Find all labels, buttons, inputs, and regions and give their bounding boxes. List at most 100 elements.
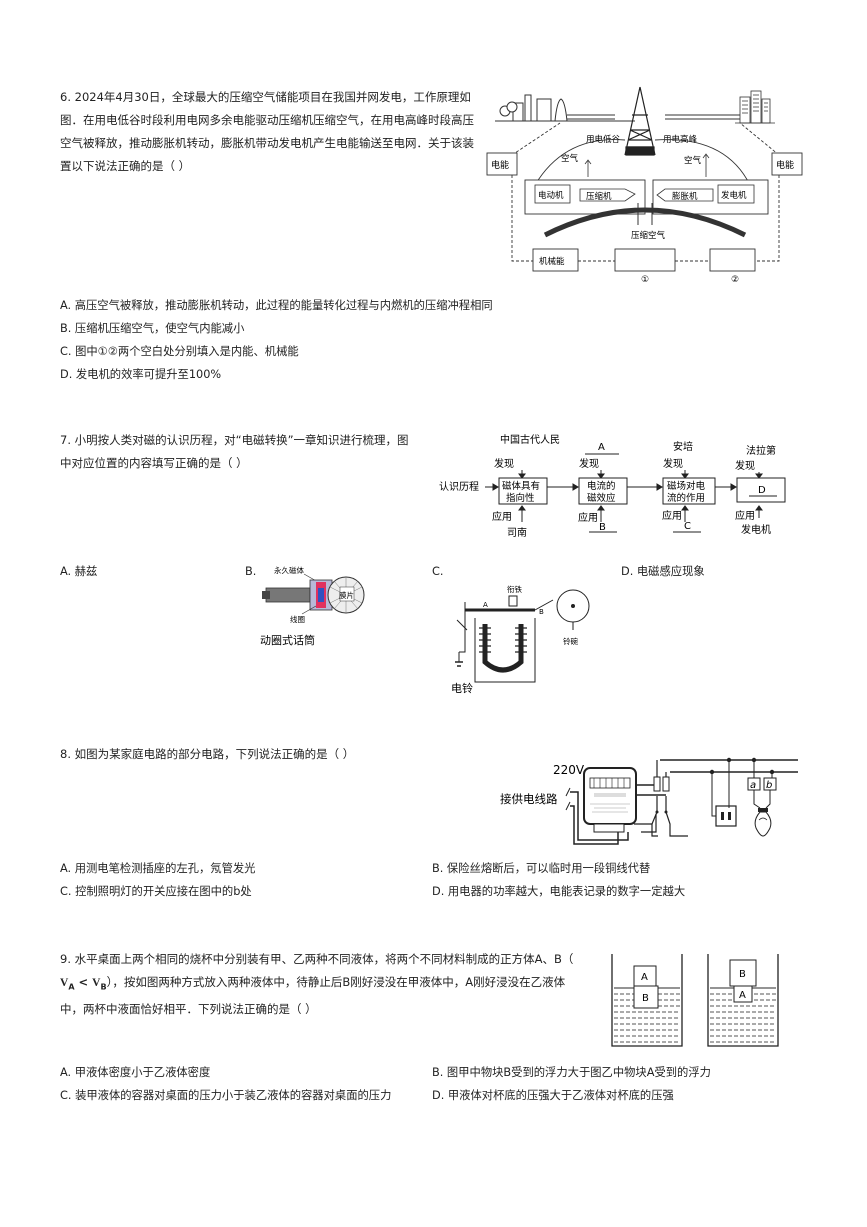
discover-label-1: 发现 (494, 457, 514, 470)
low-demand-label: 用电低谷 (586, 134, 621, 145)
q9-option-a[interactable]: A. 甲液体密度小于乙液体密度 (60, 1066, 211, 1079)
fuse-1 (653, 776, 661, 792)
power-line (567, 114, 740, 120)
air-right-label: 空气 (684, 155, 702, 166)
gong-label: 铃碗 (563, 636, 578, 646)
box-field-on-current (662, 477, 716, 505)
faraday-label: 法拉第 (746, 444, 776, 457)
q7-option-b[interactable]: B. (245, 565, 257, 578)
compressor-label: 压缩机 (586, 191, 612, 202)
mech-energy-box (532, 248, 579, 272)
bell-a-label: A (483, 601, 488, 609)
air-left-label: 空气 (561, 153, 579, 164)
q8-household-circuit: 220V 接供电线路 a b (500, 757, 798, 845)
svg-text:B: B (642, 993, 649, 1004)
blank-box-2 (709, 248, 756, 272)
svg-text:磁场对电: 磁场对电 (667, 480, 706, 492)
q6-option-b[interactable]: B. 压缩机压缩空气，使空气内能减小 (60, 322, 245, 335)
apply-arrows (518, 505, 763, 522)
q6-stem-line-3: 空气被释放，推动膨胀机转动，膨胀机带动发电机产生电能输送至电网．关于该装 (60, 136, 474, 150)
q8-option-d[interactable]: D. 用电器的功率越大，电能表记录的数字一定越大 (432, 885, 686, 898)
diaphragm-label: 膜片 (339, 590, 354, 600)
generator-label: 发电机 (721, 190, 747, 201)
cognition-arrows (485, 483, 737, 491)
position-b-label: b (766, 780, 772, 791)
svg-text:电流的: 电流的 (587, 480, 616, 492)
q9-option-c[interactable]: C. 装甲液体的容器对桌面的压力小于装乙液体的容器对桌面的压力 (60, 1089, 392, 1102)
supply-label: 接供电线路 (500, 792, 558, 806)
mech-energy-label: 机械能 (539, 256, 565, 267)
q7-stem-line-1: 7. 小明按人类对磁的认识历程，对“电磁转换”一章知识进行梳理，图 (60, 433, 409, 447)
q9-stem-line-2: VA < VB），按如图两种方式放入两种液体中，待静止后B刚好浸没在甲液体中，A… (60, 975, 566, 992)
label-b: B (599, 522, 606, 533)
box-d-label: D (758, 485, 766, 496)
bell-b-label: B (539, 608, 544, 616)
apply-label-3: 应用 (662, 509, 682, 522)
armature-label: 衔铁 (507, 584, 522, 594)
discover-label-3: 发现 (663, 457, 683, 470)
dynamic-microphone-figure: 永久磁体 膜片 线圈 动圈式话筒 (260, 565, 365, 647)
apply-label-1: 应用 (492, 510, 512, 523)
q7-stem: 7. 小明按人类对磁的认识历程，对“电磁转换”一章知识进行梳理，图 中对应位置的… (60, 429, 420, 475)
svg-text:B: B (739, 969, 746, 980)
permanent-magnet-label: 永久磁体 (274, 565, 304, 575)
city-buildings-icon (735, 90, 775, 124)
apply-label-2: 应用 (578, 511, 598, 524)
q6-left-energy-box (486, 152, 518, 176)
coil-label: 线圈 (290, 614, 305, 624)
cavern-arc (543, 207, 747, 238)
electric-bell-figure: 衔铁 A B 铃碗 电铃 (451, 584, 590, 694)
q8-option-a[interactable]: A. 用测电笔检测插座的左孔，氖管发光 (60, 862, 256, 875)
box-current-magnetic-effect (578, 477, 628, 505)
q9-stem-line-1: 9. 水平桌面上两个相同的烧杯中分别装有甲、乙两种不同液体，将两个不同材料制成的… (60, 952, 574, 966)
dynamo-label: 发电机 (741, 523, 771, 536)
q9-beakers-figure: A B B A (611, 954, 779, 1047)
q6-energy-storage-diagram: 用电低谷 用电高峰 电能 电能 空气 空气 电动机 压缩机 膨胀机 发电机 压缩… (486, 86, 803, 285)
wall-socket (715, 805, 737, 827)
beaker-yi (707, 954, 779, 1047)
peak-demand-label: 用电高峰 (663, 134, 698, 145)
q9-stem: 9. 水平桌面上两个相同的烧杯中分别装有甲、乙两种不同液体，将两个不同材料制成的… (60, 948, 600, 1021)
ancient-people-label: 中国古代人民 (500, 433, 560, 446)
q6-stem-line-1: 6. 2024年4月30日，全球最大的压缩空气储能项目在我国并网发电，工作原理如 (60, 90, 471, 104)
q7-cognition-diagram: 中国古代人民 发现 A 发现 安培 发现 法拉第 发现 认识历程 磁体具有 指向… (439, 433, 786, 539)
q6-option-c[interactable]: C. 图中①②两个空白处分别填入是内能、机械能 (60, 345, 299, 358)
q6-number: 6. (60, 90, 71, 104)
beaker-jia (611, 954, 683, 1047)
compressed-air-label: 压缩空气 (631, 230, 666, 241)
svg-text:A: A (739, 990, 746, 1001)
mic-handle (265, 587, 311, 603)
q8-option-c[interactable]: C. 控制照明灯的开关应接在图中的b处 (60, 885, 252, 898)
position-a-label: a (750, 780, 756, 791)
q6-right-energy-box (771, 152, 803, 176)
energy-flow-dashed-lines (511, 122, 780, 262)
discover-label-2: 发现 (579, 457, 599, 470)
cube-a-yi (733, 985, 753, 1003)
q7-option-d[interactable]: D. 电磁感应现象 (621, 565, 705, 578)
q9-option-d[interactable]: D. 甲液体对杯底的压强大于乙液体对杯底的压强 (432, 1089, 674, 1102)
svg-text:磁体具有: 磁体具有 (502, 480, 540, 492)
q7-option-a[interactable]: A. 赫兹 (60, 565, 98, 578)
motor-label: 电动机 (538, 190, 564, 201)
q8-stem: 8. 如图为某家庭电路的部分电路，下列说法正确的是（ ） (60, 747, 355, 761)
q6-stem-line-4: 置以下说法正确的是（ ） (60, 159, 191, 173)
blank-2-mark: ② (731, 275, 739, 285)
q8-option-b[interactable]: B. 保险丝熔断后，可以临时用一段铜线代替 (432, 862, 651, 875)
q7-stem-line-2: 中对应位置的内容填写正确的是（ ） (60, 456, 248, 470)
q9-option-b[interactable]: B. 图甲中物块B受到的浮力大于图乙中物块A受到的浮力 (432, 1066, 711, 1079)
q7-option-c[interactable]: C. (432, 565, 444, 578)
q6-left-energy-label: 电能 (491, 159, 509, 171)
q6-option-a[interactable]: A. 高压空气被释放，推动膨胀机转动，此过程的能量转化过程与内燃机的压缩冲程相同 (60, 299, 493, 312)
power-plant-icon (495, 94, 635, 122)
u-electromagnet (482, 624, 524, 673)
blank-1-mark: ① (641, 275, 649, 285)
fuse-2 (662, 776, 670, 792)
q6-right-energy-label: 电能 (776, 159, 794, 171)
label-a: A (598, 442, 605, 453)
peak-demand-arc (654, 139, 751, 186)
discover-arrows (518, 470, 763, 479)
discover-label-4: 发现 (735, 459, 755, 472)
q6-option-d[interactable]: D. 发电机的效率可提升至100% (60, 368, 222, 381)
air-out-arrow-icon (702, 153, 710, 177)
mic-caption: 动圈式话筒 (260, 633, 315, 647)
